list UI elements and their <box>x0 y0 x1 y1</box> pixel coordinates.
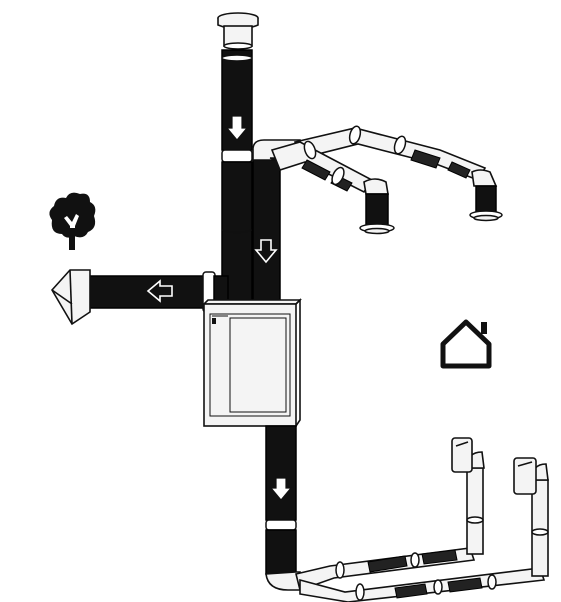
flow-arrow-icon <box>225 115 249 141</box>
house-icon <box>440 319 492 369</box>
roof-terminal <box>217 12 259 50</box>
supply-duct-vertical <box>252 159 281 305</box>
lower-duct-network <box>295 437 549 602</box>
flow-arrow-icon <box>146 279 173 303</box>
flow-arrow-icon <box>254 239 278 264</box>
intake-duct-vertical <box>221 49 253 305</box>
exhaust-duct-horizontal <box>87 271 229 313</box>
lower-duct-vertical <box>265 425 301 591</box>
tree-icon <box>49 192 96 250</box>
wall-terminal <box>51 269 91 326</box>
ventilation-unit <box>202 298 302 427</box>
flow-arrow-icon <box>269 477 293 501</box>
upper-duct-network <box>252 125 503 235</box>
